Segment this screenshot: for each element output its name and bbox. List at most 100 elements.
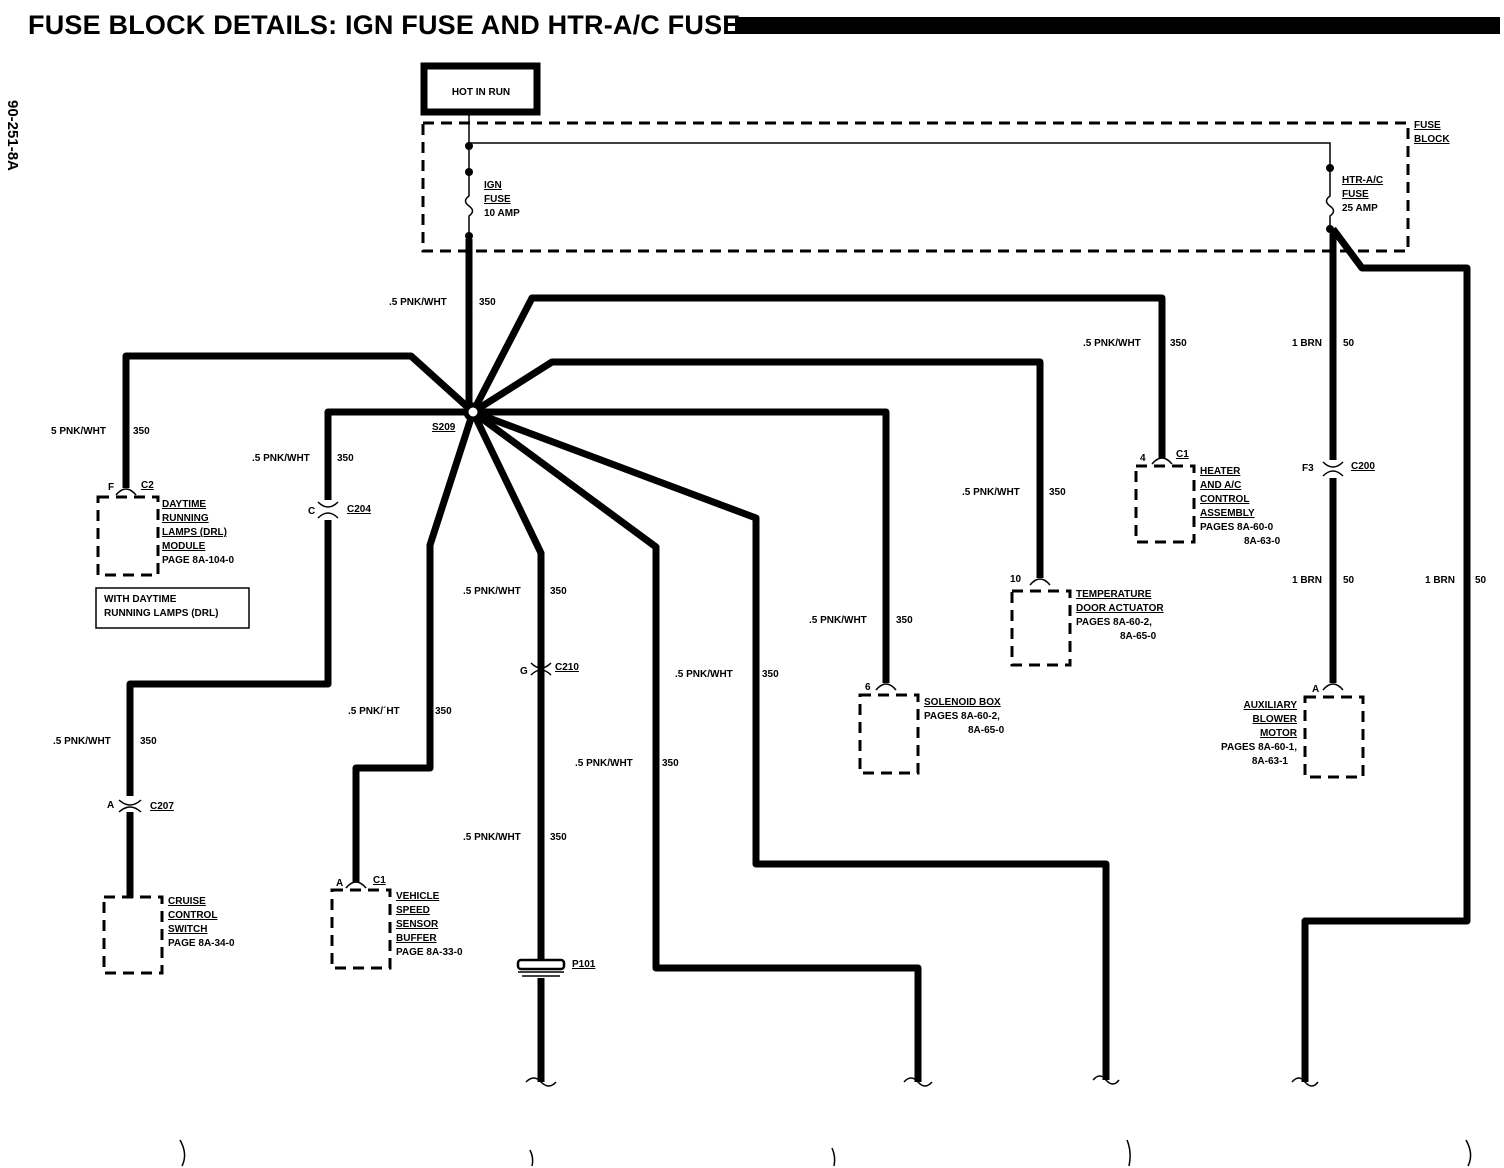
wire-c207-circuit: 350 [140,736,157,747]
hot-in-run-label: HOT IN RUN [452,87,510,98]
ign-circuit-wires [122,239,1166,1082]
vss-page: PAGE 8A-33-0 [396,947,463,958]
p101-name: P101 [572,959,596,970]
drl-line-4: MODULE [162,541,206,552]
vss-line-2: SPEED [396,905,430,916]
c210-pin: G [520,666,528,677]
connector-labels: F C2 C C204 A C207 A C1 G C210 P101 6 10… [107,449,1375,970]
cruise-switch-box [102,895,164,975]
wire-brn1-spec: 1 BRN [1292,338,1322,349]
c1-heater-pin: 4 [1140,453,1146,464]
temp-line-1: TEMPERATURE [1076,589,1152,600]
solenoid-pin: 6 [865,682,871,693]
cruise-page: PAGE 8A-34-0 [168,938,235,949]
wire-temp-spec: .5 PNK/WHT [962,487,1020,498]
ign-fuse-rating: 10 AMP [484,208,520,219]
drl-note-1: WITH DAYTIME [104,594,177,605]
wire-c210-circuit: 350 [550,586,567,597]
s209-splice [463,402,483,422]
wire-temp-circuit: 350 [1049,487,1066,498]
heater-line-3: CONTROL [1200,494,1249,505]
wire-c204-spec: .5 PNK/WHT [252,453,310,464]
wire-vss-circuit: 350 [435,706,452,717]
wire-mid2-circuit: 350 [762,669,779,680]
c200-pin: F3 [1302,463,1314,474]
wire-heater-spec: .5 PNK/WHT [1083,338,1141,349]
wire-brn2-circuit: 50 [1343,575,1355,586]
heater-page-1: PAGES 8A-60-0 [1200,522,1274,533]
hot-in-run-box [420,62,541,116]
blower-line-3: MOTOR [1260,728,1298,739]
page-title: FUSE BLOCK DETAILS: IGN FUSE AND HTR-A/C… [28,10,741,40]
temp-line-2: DOOR ACTUATOR [1076,603,1164,614]
c210-name: C210 [555,662,579,673]
temp-actuator-box [1010,589,1072,667]
c1-vss-name: C1 [373,875,386,886]
wire-sol-spec: .5 PNK/WHT [809,615,867,626]
htr-fuse-label-1: HTR-A/C [1342,175,1383,186]
c1-heater-name: C1 [1176,449,1189,460]
heater-control-box [1134,464,1196,544]
drl-module-box [96,495,160,577]
blower-page-2: 8A-63-1 [1252,756,1289,767]
c200-name: C200 [1351,461,1375,472]
drl-line-2: RUNNING [162,513,209,524]
ign-fuse [464,142,474,240]
drl-line-1: DAYTIME [162,499,206,510]
c204-name: C204 [347,504,371,515]
wire-p101-spec: .5 PNK/WHT [463,832,521,843]
temp-page-2: 8A-65-0 [1120,631,1157,642]
ign-fuse-label-2: FUSE [484,194,511,205]
heater-line-4: ASSEMBLY [1200,508,1255,519]
drl-line-3: LAMPS (DRL) [162,527,227,538]
blower-line-1: AUXILIARY [1243,700,1297,711]
fuse-block-outline [421,121,1410,253]
wire-p101-circuit: 350 [550,832,567,843]
wire-sol-circuit: 350 [896,615,913,626]
connector-symbols [115,457,1344,977]
wire-brn3-circuit: 50 [1475,575,1487,586]
solenoid-line-1: SOLENOID BOX [924,697,1001,708]
wire-main-spec: .5 PNK/WHT [389,297,447,308]
c204-pin: C [308,506,315,517]
blower-motor-box [1303,695,1365,779]
blower-page-1: PAGES 8A-60-1, [1221,742,1297,753]
wire-continuation-marks [525,1075,1319,1087]
wire-brn3-spec: 1 BRN [1425,575,1455,586]
wire-main-circuit: 350 [479,297,496,308]
drl-note-2: RUNNING LAMPS (DRL) [104,608,218,619]
c2-drl-name: C2 [141,480,154,491]
wire-labels: .5 PNK/WHT 350 5 PNK/WHT 350 .5 PNK/WHT … [51,297,1487,843]
wire-c207-spec: .5 PNK/WHT [53,736,111,747]
title-rule [735,17,1500,34]
wire-brn1-circuit: 50 [1343,338,1355,349]
drl-page: PAGE 8A-104-0 [162,555,235,566]
wire-brn2-spec: 1 BRN [1292,575,1322,586]
vss-buffer-box [330,888,392,970]
c2-drl-pin: F [108,482,114,493]
component-labels: DAYTIME RUNNING LAMPS (DRL) MODULE PAGE … [104,466,1298,958]
solenoid-page-1: PAGES 8A-60-2, [924,711,1000,722]
wire-mid1-spec: .5 PNK/WHT [575,758,633,769]
ign-fuse-label-1: IGN [484,180,502,191]
heater-page-2: 8A-63-0 [1244,536,1281,547]
vss-line-3: SENSOR [396,919,439,930]
wire-mid2-spec: .5 PNK/WHT [675,669,733,680]
temp-page-1: PAGES 8A-60-2, [1076,617,1152,628]
wire-c210-spec: .5 PNK/WHT [463,586,521,597]
drl-note-box [95,587,250,629]
wire-drl-circuit: 350 [133,426,150,437]
fuse-block-label-2: BLOCK [1414,134,1450,145]
scan-edge-marks [179,1139,1472,1167]
htr-fuse-label-2: FUSE [1342,189,1369,200]
wire-heater-circuit: 350 [1170,338,1187,349]
wire-mid1-circuit: 350 [662,758,679,769]
htr-circuit-wires [1301,226,1471,1082]
splice-label: S209 [432,422,456,433]
fuse-block-label-1: FUSE [1414,120,1441,131]
htr-ac-fuse [1325,164,1335,233]
cruise-line-1: CRUISE [168,896,206,907]
c1-vss-pin: A [336,878,343,889]
vss-line-1: VEHICLE [396,891,440,902]
temp-pin: 10 [1010,574,1022,585]
